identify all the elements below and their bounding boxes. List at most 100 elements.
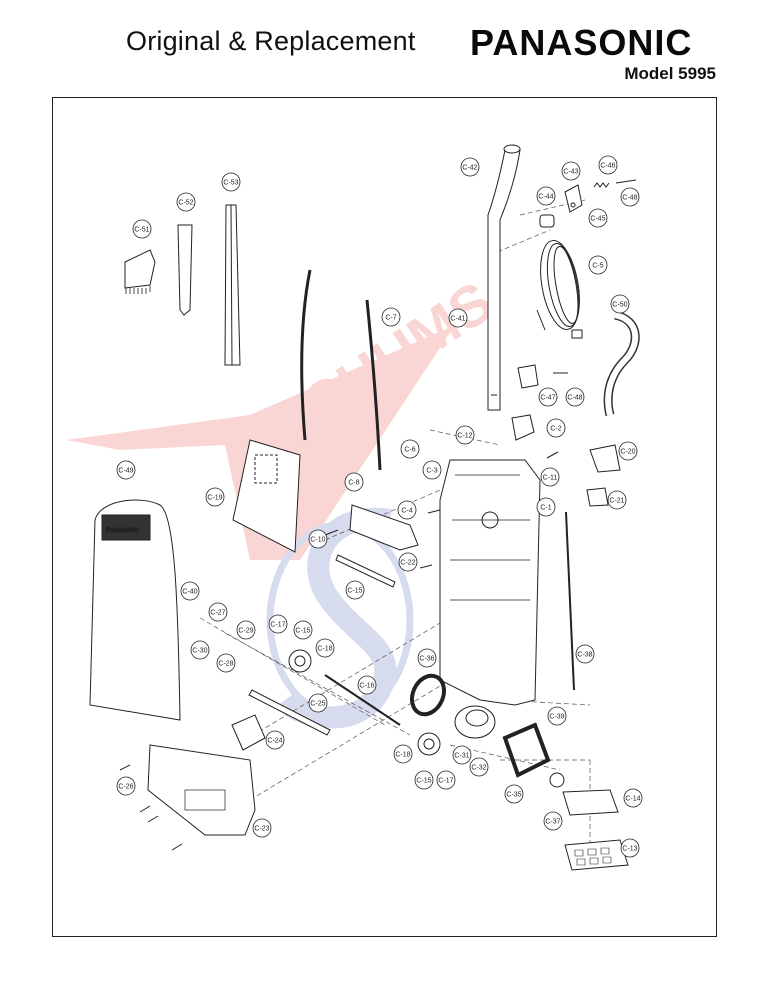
callout-label: C-21	[609, 497, 624, 504]
callout-c-47: C-47	[538, 387, 558, 407]
callout-label: C-3	[426, 467, 437, 474]
callout-c-4: C-4	[397, 500, 417, 520]
callout-c-26: C-26	[116, 776, 136, 796]
callout-label: C-53	[223, 179, 238, 186]
callout-label: C-24	[267, 737, 282, 744]
callout-c-25: C-25	[308, 693, 328, 713]
part-main-body	[439, 459, 541, 706]
callout-c-52: C-52	[176, 192, 196, 212]
part-side-strip-left	[300, 269, 312, 441]
callout-c-14: C-14	[623, 788, 643, 808]
callout-label: C-31	[454, 752, 469, 759]
callout-c-1: C-1	[536, 497, 556, 517]
callout-c-5: C-5	[588, 255, 608, 275]
callout-c-22: C-22	[398, 552, 418, 572]
callout-label: C-52	[178, 199, 193, 206]
callout-label: C-40	[182, 588, 197, 595]
callout-c-32: C-32	[469, 757, 489, 777]
callout-c-43: C-43	[561, 161, 581, 181]
callout-label: C-47	[540, 394, 555, 401]
part-bumper-strip	[335, 554, 396, 588]
callout-label: C-37	[545, 818, 560, 825]
callout-c-15c: C-15	[414, 770, 434, 790]
callout-label: C-15	[295, 627, 310, 634]
part-filter-door	[232, 439, 301, 553]
callout-c-28: C-28	[216, 653, 236, 673]
page-subtitle: Original & Replacement	[126, 26, 416, 56]
part-agitator-bar	[248, 689, 331, 736]
callout-c-48b: C-48	[565, 387, 585, 407]
part-bottom-plate	[231, 714, 266, 751]
callout-label: C-18	[317, 645, 332, 652]
callout-label: C-1	[540, 504, 551, 511]
part-bag-cover	[89, 499, 181, 721]
callout-c-10: C-10	[308, 529, 328, 549]
callout-label: C-42	[462, 164, 477, 171]
callout-c-21: C-21	[607, 490, 627, 510]
callout-label: C-4	[401, 507, 412, 514]
callout-label: C-29	[238, 627, 253, 634]
callout-c-24: C-24	[265, 730, 285, 750]
callout-c-40: C-40	[180, 581, 200, 601]
callout-c-42: C-42	[460, 157, 480, 177]
callout-c-18b: C-18	[393, 744, 413, 764]
callout-c-45: C-45	[588, 208, 608, 228]
callout-label: C-46	[600, 162, 615, 169]
callout-label: C-45	[590, 215, 605, 222]
callout-label: C-49	[118, 467, 133, 474]
callout-c-17b: C-17	[436, 770, 456, 790]
callout-c-6: C-6	[400, 439, 420, 459]
part-carry-handle	[349, 504, 419, 551]
callout-label: C-27	[210, 609, 225, 616]
brand-logo: PANASONIC	[470, 22, 693, 63]
callout-label: C-19	[207, 494, 222, 501]
callout-c-3: C-3	[422, 460, 442, 480]
model-number: Model 5995	[624, 64, 716, 83]
callout-c-23: C-23	[252, 818, 272, 838]
callout-label: C-14	[625, 795, 640, 802]
callout-c-49: C-49	[116, 460, 136, 480]
callout-label: C-17	[270, 621, 285, 628]
callout-c-51: C-51	[132, 219, 152, 239]
callout-label: C-7	[385, 314, 396, 321]
part-wheel-rear-b	[417, 732, 441, 756]
part-extension-wand	[224, 204, 241, 366]
part-side-strip-right	[365, 299, 382, 471]
diagram-frame	[52, 97, 717, 937]
watermark-red-swoosh	[66, 325, 455, 560]
callout-label: C-32	[471, 764, 486, 771]
callout-label: C-10	[310, 536, 325, 543]
part-switch	[511, 414, 535, 441]
part-motor	[454, 705, 496, 739]
part-spring	[593, 182, 610, 188]
callout-label: C-41	[450, 315, 465, 322]
part-belt	[409, 673, 447, 717]
callout-label: C-36	[419, 655, 434, 662]
callout-label: C-20	[620, 448, 635, 455]
callout-c-16: C-16	[357, 675, 377, 695]
callout-c-20: C-20	[618, 441, 638, 461]
part-wheel-rear-a	[288, 649, 312, 673]
callout-label: C-25	[310, 700, 325, 707]
callout-label: C-5	[592, 262, 603, 269]
callout-label: C-16	[359, 682, 374, 689]
part-filter	[562, 789, 619, 816]
callout-label: C-2	[550, 425, 561, 432]
callout-c-2: C-2	[546, 418, 566, 438]
part-latch	[586, 487, 609, 507]
part-rod	[565, 511, 575, 691]
part-power-cord	[536, 240, 583, 339]
part-handle-tube	[487, 149, 521, 411]
callout-c-15a: C-15	[345, 580, 365, 600]
callout-label: C-17	[438, 777, 453, 784]
callout-c-29: C-29	[236, 620, 256, 640]
callout-label: C-38	[577, 651, 592, 658]
callout-c-11: C-11	[540, 467, 560, 487]
callout-c-31: C-31	[452, 745, 472, 765]
part-hose-connector	[589, 444, 621, 473]
callout-label: C-8	[348, 479, 359, 486]
callout-label: C-23	[254, 825, 269, 832]
callout-c-18a: C-18	[315, 638, 335, 658]
